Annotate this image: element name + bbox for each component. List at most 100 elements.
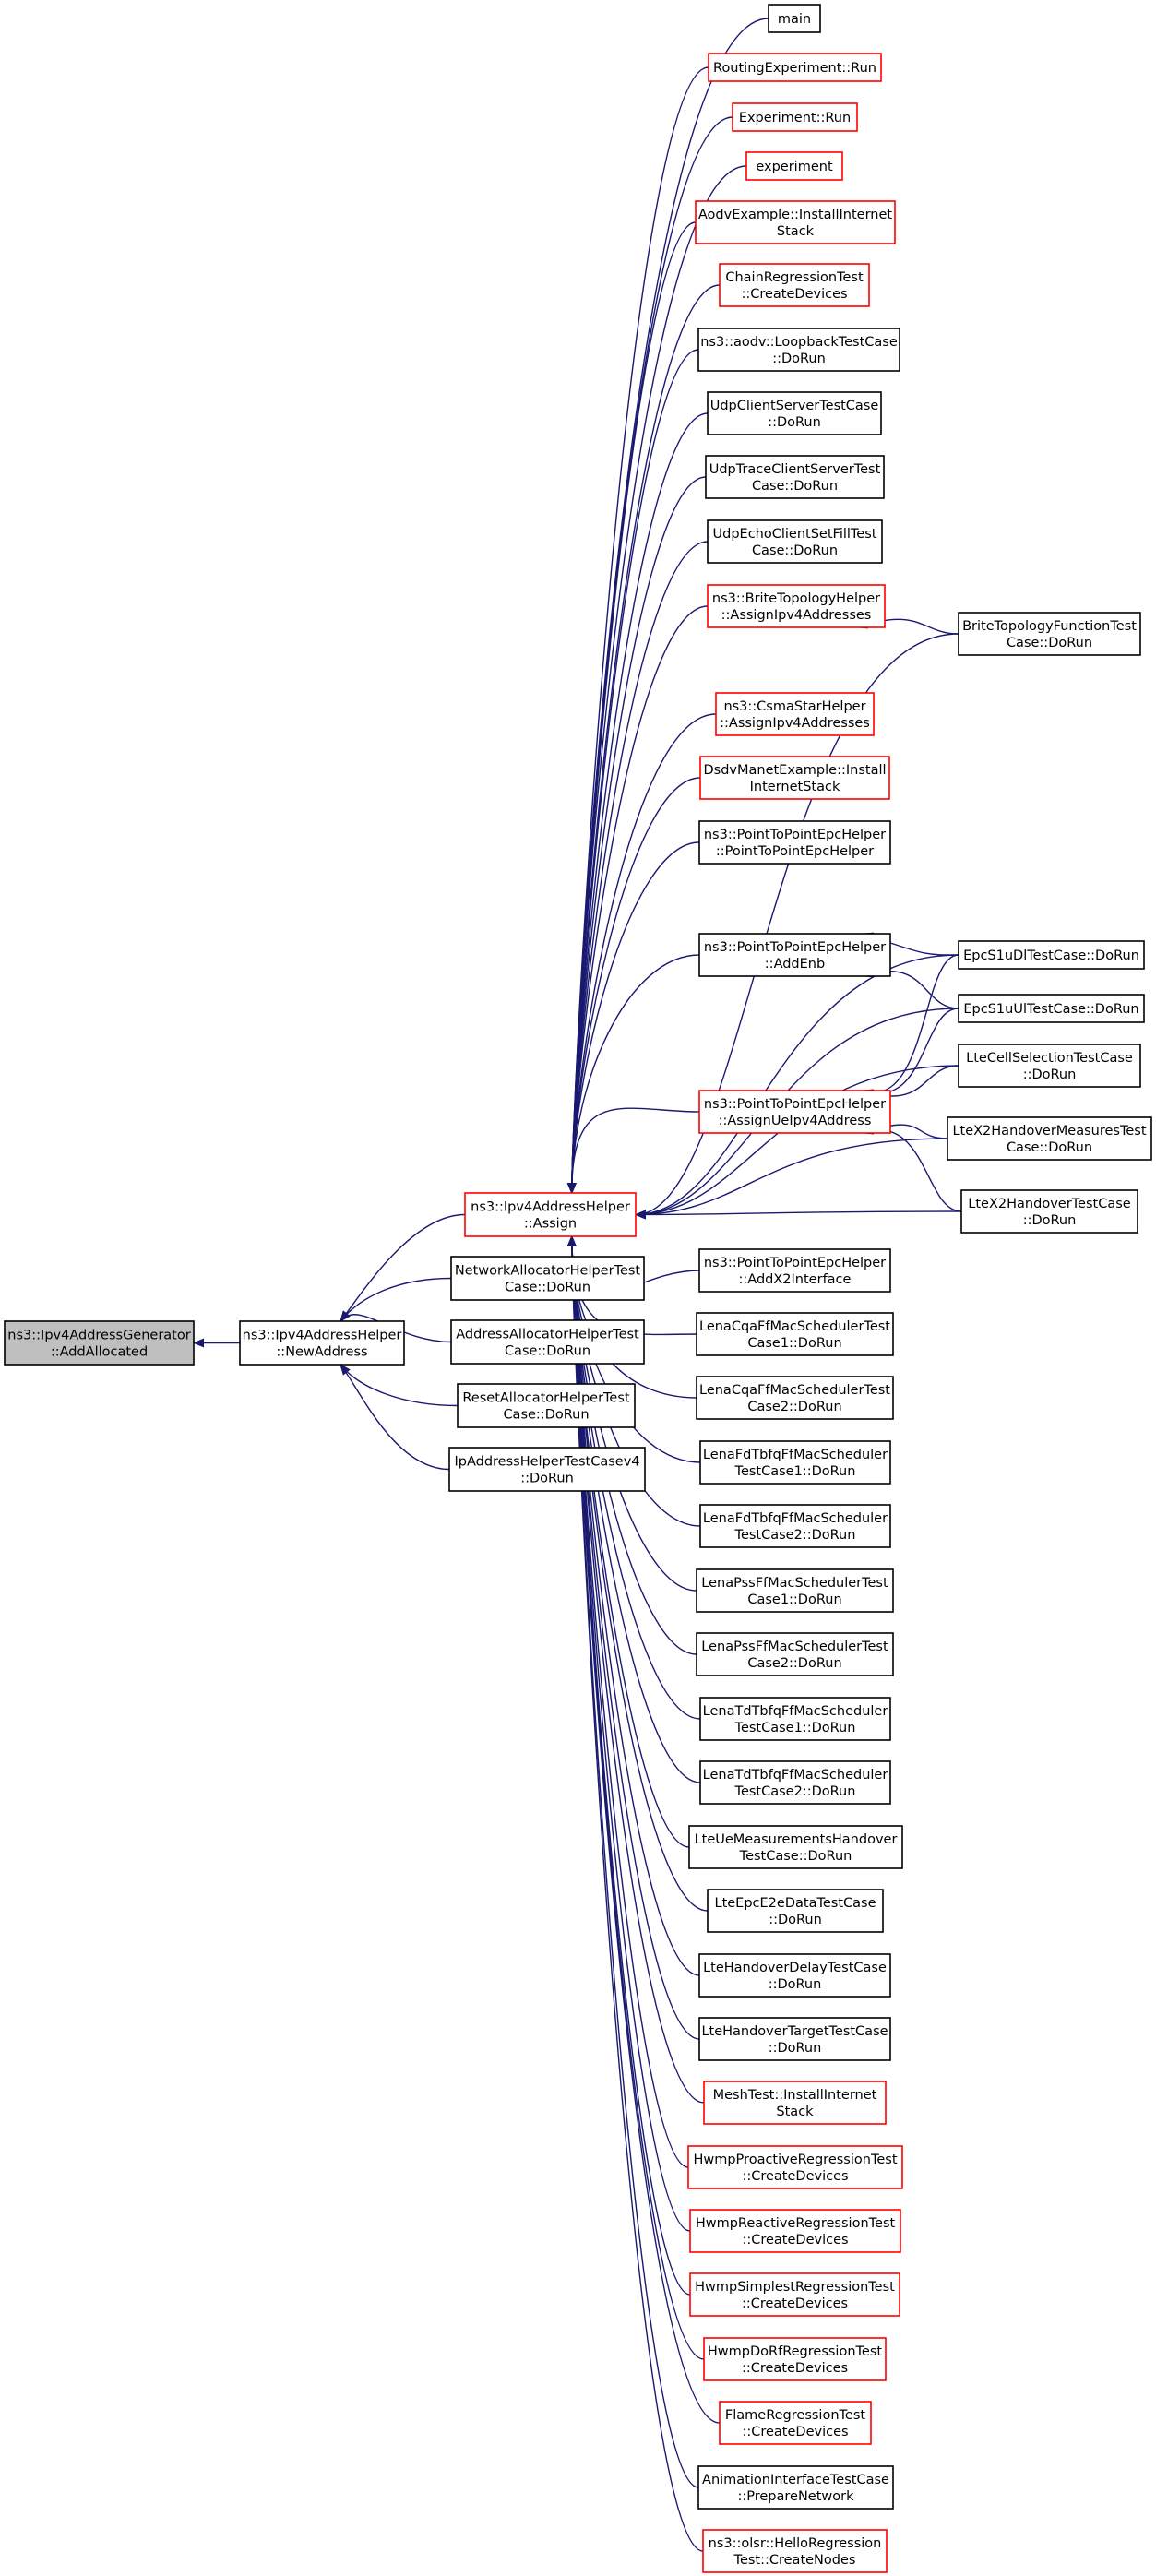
node-flame[interactable]: FlameRegressionTest::CreateDevices — [719, 2401, 872, 2445]
node-label: NetworkAllocatorHelperTest — [455, 1264, 641, 1279]
edge-p2pAddEnb-to-assign — [566, 954, 700, 1194]
node-box — [239, 1320, 405, 1366]
node-box — [699, 1440, 891, 1485]
node-label: LenaCqaFfMacSchedulerTest — [699, 1383, 890, 1398]
node-label: ::DoRun — [772, 352, 826, 366]
node-p2pAddX2[interactable]: ns3::PointToPointEpcHelper::AddX2Interfa… — [698, 1248, 891, 1293]
node-main[interactable]: main — [768, 4, 821, 33]
node-box — [450, 1256, 645, 1301]
node-box — [707, 519, 883, 564]
edge-experiment-to-assign — [566, 165, 747, 1194]
node-label: Test::CreateNodes — [733, 2553, 856, 2568]
node-label: Experiment::Run — [739, 111, 851, 125]
node-experiment[interactable]: experiment — [745, 151, 843, 181]
node-lteX2[interactable]: LteX2HandoverTestCase::DoRun — [960, 1189, 1138, 1234]
node-udpClientServer[interactable]: UdpClientServerTestCase::DoRun — [707, 391, 882, 435]
node-box — [707, 391, 882, 435]
node-label: ns3::PointToPointEpcHelper — [704, 1097, 886, 1112]
node-box — [715, 692, 875, 736]
node-box — [705, 455, 885, 499]
node-chainReg[interactable]: ChainRegressionTest::CreateDevices — [719, 263, 870, 307]
node-box — [689, 2272, 900, 2317]
node-label: ::CreateDevices — [742, 2169, 848, 2184]
node-label: ::DoRun — [769, 1913, 822, 1927]
node-epcDl[interactable]: EpcS1uDlTestCase::DoRun — [958, 940, 1145, 970]
edge-lenaTd2-to-assign — [566, 1235, 701, 1783]
edge-aodvLoopback-to-assign — [566, 349, 699, 1194]
node-box — [708, 53, 882, 82]
node-label: Case::DoRun — [752, 479, 838, 494]
node-box — [699, 1760, 891, 1805]
node-newAddress[interactable]: ns3::Ipv4AddressHelper::NewAddress — [239, 1320, 405, 1366]
node-label: IpAddressHelperTestCasev4 — [454, 1455, 639, 1470]
node-epcUl[interactable]: EpcS1uUlTestCase::DoRun — [958, 994, 1145, 1023]
node-lteCellSel[interactable]: LteCellSelectionTestCase::DoRun — [958, 1044, 1141, 1088]
node-box — [697, 328, 900, 372]
node-hwmpProactive[interactable]: HwmpProactiveRegressionTest::CreateDevic… — [687, 2145, 903, 2189]
node-p2pCtor[interactable]: ns3::PointToPointEpcHelper::PointToPoint… — [698, 820, 891, 865]
node-box — [698, 933, 891, 977]
node-routingExp[interactable]: RoutingExperiment::Run — [708, 53, 882, 82]
node-p2pAssignUe[interactable]: ns3::PointToPointEpcHelper::AssignUeIpv4… — [698, 1090, 891, 1134]
node-label: UdpTraceClientServerTest — [709, 462, 881, 477]
node-lteHoDelay[interactable]: LteHandoverDelayTestCase::DoRun — [698, 1953, 891, 1998]
node-lteEpcE2e[interactable]: LteEpcE2eDataTestCase::DoRun — [707, 1889, 884, 1933]
node-box — [698, 1953, 891, 1998]
node-label: Stack — [777, 224, 815, 239]
node-lteHoTarget[interactable]: LteHandoverTargetTestCase::DoRun — [698, 2017, 891, 2061]
node-label: TestCase::DoRun — [739, 1849, 852, 1864]
node-label: RoutingExperiment::Run — [713, 61, 876, 76]
node-aodvLoopback[interactable]: ns3::aodv::LoopbackTestCase::DoRun — [697, 328, 900, 372]
node-box — [696, 1632, 894, 1676]
node-label: LenaPssFfMacSchedulerTest — [701, 1576, 888, 1591]
node-box — [768, 4, 821, 33]
node-animation[interactable]: AnimationInterfaceTestCase::PrepareNetwo… — [697, 2465, 894, 2510]
edge-epcUl-to-p2pAssignUe — [862, 1008, 959, 1099]
edge-resetAlloc-to-newAddress — [340, 1364, 459, 1407]
node-box — [703, 2337, 887, 2381]
node-label: ::CreateDevices — [741, 287, 847, 302]
node-label: ::CreateDevices — [742, 2425, 848, 2439]
node-csma[interactable]: ns3::CsmaStarHelper::AssignIpv4Addresses — [715, 692, 875, 736]
node-box — [703, 2081, 887, 2125]
node-olsr[interactable]: ns3::olsr::HelloRegressionTest::CreateNo… — [702, 2529, 888, 2573]
node-label: Case1::DoRun — [747, 1592, 841, 1607]
node-label: LteHandoverTargetTestCase — [701, 2024, 888, 2039]
node-label: TestCase2::DoRun — [734, 1528, 856, 1543]
node-expRun[interactable]: Experiment::Run — [732, 102, 858, 132]
node-p2pAddEnb[interactable]: ns3::PointToPointEpcHelper::AddEnb — [698, 933, 891, 977]
node-assign[interactable]: ns3::Ipv4AddressHelper::Assign — [464, 1192, 637, 1237]
node-box — [687, 2145, 903, 2189]
node-label: HwmpDoRfRegressionTest — [708, 2344, 882, 2359]
node-box — [450, 1319, 645, 1365]
node-hwmpDoRf[interactable]: HwmpDoRfRegressionTest::CreateDevices — [703, 2337, 887, 2381]
node-hwmpSimplest[interactable]: HwmpSimplestRegressionTest::CreateDevice… — [689, 2272, 900, 2317]
node-label: Case::DoRun — [1007, 1140, 1092, 1155]
node-hwmpReactive[interactable]: HwmpReactiveRegressionTest::CreateDevice… — [689, 2209, 901, 2253]
node-addAllocated[interactable]: ns3::Ipv4AddressGenerator::AddAllocated — [4, 1320, 195, 1366]
node-ipAddrHelper[interactable]: IpAddressHelperTestCasev4::DoRun — [448, 1447, 646, 1492]
node-box — [960, 1189, 1138, 1234]
node-brite[interactable]: ns3::BriteTopologyHelper::AssignIpv4Addr… — [707, 584, 886, 628]
node-label: LteUeMeasurementsHandover — [695, 1832, 898, 1847]
node-box — [464, 1192, 637, 1237]
